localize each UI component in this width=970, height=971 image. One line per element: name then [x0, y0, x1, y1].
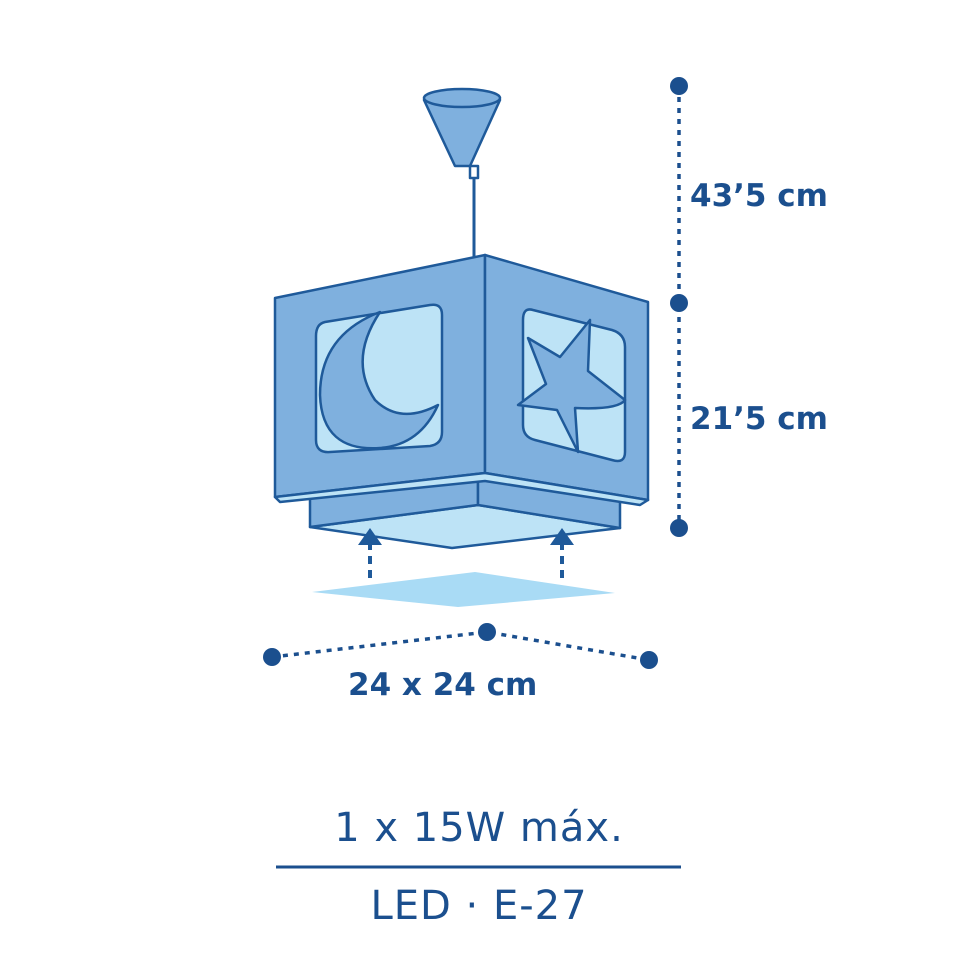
- moon-icon: [318, 310, 440, 450]
- height-dimension-line: [670, 77, 688, 537]
- base-size-label: 24 x 24 cm: [348, 667, 538, 703]
- width-dimension-line: [263, 623, 658, 669]
- bulb-spec: LED · E-27: [370, 883, 588, 929]
- ceiling-canopy: [422, 87, 502, 180]
- arrow-up-icon: [358, 528, 382, 580]
- power-spec: 1 x 15W máx.: [334, 805, 624, 851]
- arrow-up-icon: [550, 528, 574, 580]
- light-projection: [312, 572, 615, 607]
- star-icon: [516, 318, 627, 454]
- upper-height-label: 43’5 cm: [690, 178, 828, 214]
- moon-window: [314, 303, 444, 454]
- star-window: [516, 308, 627, 463]
- lamp-height-label: 21’5 cm: [690, 401, 828, 437]
